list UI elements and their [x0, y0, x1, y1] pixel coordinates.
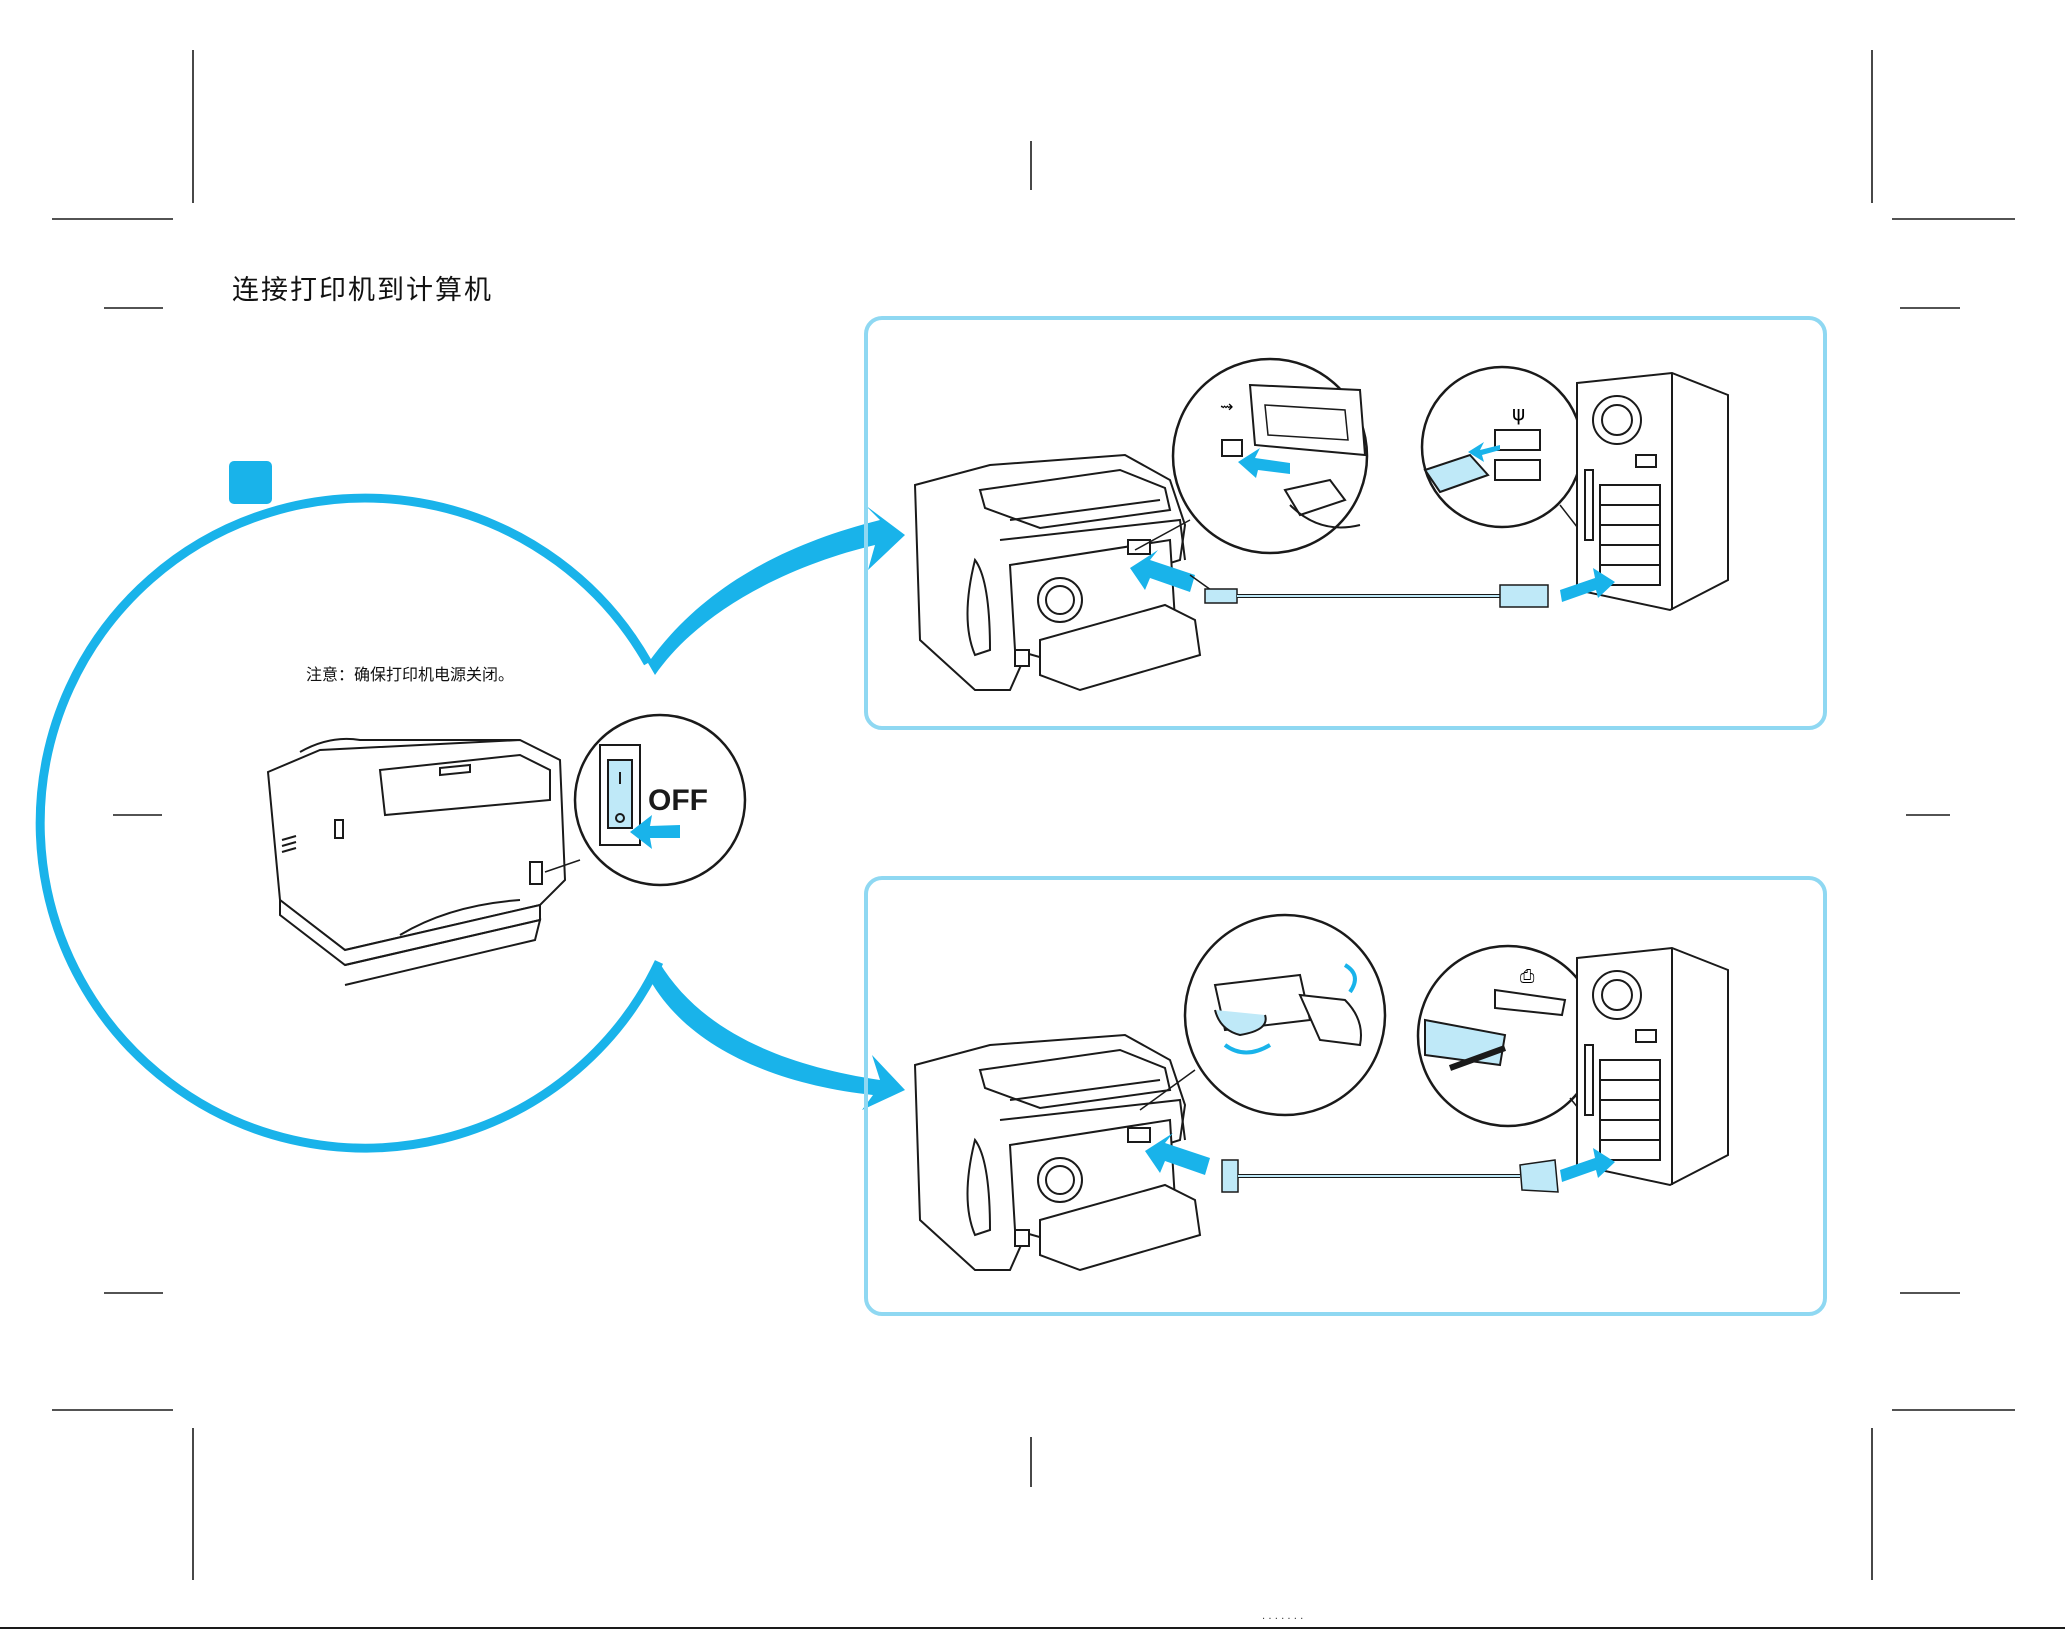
usb-cable	[1205, 585, 1548, 607]
usb-trident-icon: ψ	[1512, 401, 1525, 425]
printer-front-view	[268, 739, 580, 985]
parallel-computer-port-callout: ⎙	[1418, 946, 1600, 1135]
printer-port-icon: ⎙	[1520, 966, 1535, 987]
parallel-cable	[1222, 1160, 1558, 1192]
usb-icon: ⇝	[1220, 397, 1233, 416]
computer-tower-parallel	[1577, 948, 1728, 1185]
rocker-switch	[608, 760, 632, 828]
power-off-note: 注意：确保打印机电源关闭。	[306, 661, 514, 685]
usb-computer-port-callout: ψ	[1422, 367, 1595, 550]
switch-callout: OFF	[575, 715, 745, 885]
footer-text: · · · · · · ·	[1262, 1614, 1303, 1625]
off-label: OFF	[648, 784, 708, 817]
